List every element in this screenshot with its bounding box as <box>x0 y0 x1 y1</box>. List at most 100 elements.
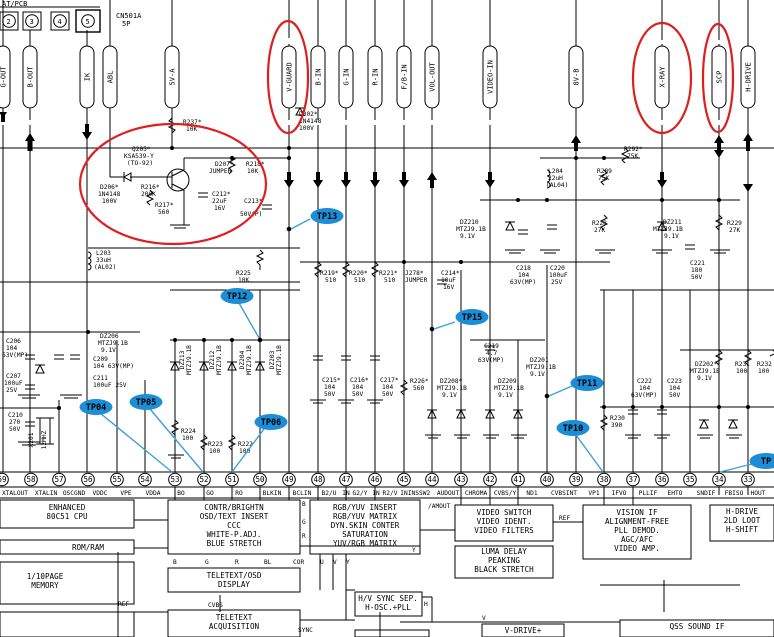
component-label: D206* <box>100 184 119 191</box>
component-label: 104 <box>382 384 393 391</box>
block-line: WHITE-P.ADJ. <box>207 530 262 539</box>
ic-pin-number: 55 <box>112 475 121 484</box>
ic-pin-name: XTALIN <box>35 490 58 497</box>
ic-pin-name: OSCGND <box>63 490 86 497</box>
connector-label: B-OUT <box>27 66 35 88</box>
signal-label: U <box>320 559 324 566</box>
test-point-tp10: TP10 <box>556 420 590 436</box>
component-label: 50V <box>9 426 20 433</box>
block-line: DISPLAY <box>218 580 250 589</box>
component-label: 100 <box>209 448 220 455</box>
block-line: RGB/YUV MATRIX <box>333 512 397 521</box>
component-label: 100V <box>102 198 117 205</box>
connector-v-guard: V-GUARD <box>281 44 297 120</box>
test-point-tp05: TP05 <box>129 394 163 410</box>
ic-pin-number: 39 <box>571 475 580 484</box>
component-label: C207 <box>6 373 21 380</box>
ic-pin-name: VDDA <box>146 490 161 497</box>
block-line: PLL DEMOD. <box>614 526 660 535</box>
component-label: 9.1V <box>498 392 513 399</box>
ic-pin-number: 36 <box>657 475 667 484</box>
component-label: 9.1V <box>664 233 679 240</box>
component-label: R220* <box>349 270 368 277</box>
component-label: C216* <box>350 377 369 384</box>
block-line: VIDEO IDENT. <box>477 517 532 526</box>
ic-pin-40: 40 <box>540 472 554 487</box>
component-label: (TO-92) <box>127 160 153 167</box>
ic-pin-55: 55 <box>110 472 124 487</box>
block-line: YUV/RGB MATRIX <box>333 539 397 548</box>
ic-pin-name: FBISO <box>725 490 744 497</box>
component-label: 560 <box>413 385 424 392</box>
signal-label: V <box>482 615 486 622</box>
component-label: 9.1V <box>442 392 457 399</box>
test-point-tp13: TP13 <box>310 208 344 224</box>
header-pcb-label: AT/PCB <box>2 0 27 8</box>
connector-label: V-GUARD <box>286 62 294 92</box>
component-label: 75K <box>598 175 609 182</box>
component-label: 4.7 <box>486 350 497 357</box>
component-label: R232 <box>757 361 772 368</box>
ic-pin-name: CVBS/Y <box>494 490 517 497</box>
signal-label: Y <box>346 559 350 566</box>
test-point-label: TP11 <box>577 379 597 389</box>
connector-label: IK <box>84 72 92 81</box>
ic-pin-name: VDDC <box>93 490 108 497</box>
signal-label: B <box>173 559 177 566</box>
component-label: JUMPER <box>405 277 428 284</box>
ic-pin-name: EHTO <box>668 490 683 497</box>
connector-5v-a: 5V-A <box>164 44 180 120</box>
block-line: H/V SYNC SEP. <box>358 594 417 603</box>
component-label: 390 <box>611 422 622 429</box>
connector-h-drive: H-DRIVE <box>740 44 756 120</box>
connector-vol-out: VOL-OUT <box>424 44 440 120</box>
signal-label: G <box>302 519 306 526</box>
block-line: PEAKING <box>488 556 520 565</box>
component-label: 50V <box>352 391 363 398</box>
component-label: 100uF <box>549 272 568 279</box>
component-label: 50V <box>691 274 702 281</box>
block-line: H-SHIFT <box>726 525 758 534</box>
block-line: VIDEO AMP. <box>614 544 660 553</box>
component-label: 33uH <box>96 257 111 264</box>
block-line: 1/10PAGE <box>27 572 64 581</box>
component-label: 100 <box>736 368 747 375</box>
block-line: 2LD LOOT <box>724 516 761 525</box>
component-label: L203 <box>96 250 111 257</box>
component-label: 9.1V <box>101 347 116 354</box>
signal-label: /AMOUT <box>428 503 451 510</box>
block-line: BLUE STRETCH <box>207 539 262 548</box>
header-number-4: 4 <box>58 18 62 26</box>
component-label: R292* <box>624 146 643 153</box>
block-line: RGB/YUV INSERT <box>333 503 397 512</box>
signal-label: REF <box>118 601 129 608</box>
ic-pin-41: 41 <box>511 472 525 487</box>
signal-label: SYNC <box>298 627 313 634</box>
ic-pin-name: G2/Y <box>353 490 368 497</box>
ic-pin-number: 35 <box>685 475 694 484</box>
component-label: 22uF <box>212 198 227 205</box>
ic-pin-name: IN <box>342 490 350 497</box>
ic-pin-33: 33 <box>741 472 755 487</box>
component-label: C211 <box>93 375 108 382</box>
component-label: 10uF <box>441 277 456 284</box>
component-label: R221* <box>379 270 398 277</box>
block-12: V-DRIVE+ <box>505 626 542 635</box>
component-label: Q205* <box>132 146 151 153</box>
ic-pin-number: 41 <box>513 475 522 484</box>
ic-pin-name: BCLIN <box>293 490 312 497</box>
component-label: 200K <box>141 191 156 198</box>
ic-pin-name: GO <box>206 490 214 497</box>
ic-pin-name: BLKIN <box>263 490 282 497</box>
ic-pin-number: 46 <box>370 475 380 484</box>
component-label: 75K <box>627 153 638 160</box>
ic-pin-name: INSSW2 <box>408 490 431 497</box>
component-label: 100 <box>758 368 769 375</box>
component-label: 104 <box>324 384 335 391</box>
